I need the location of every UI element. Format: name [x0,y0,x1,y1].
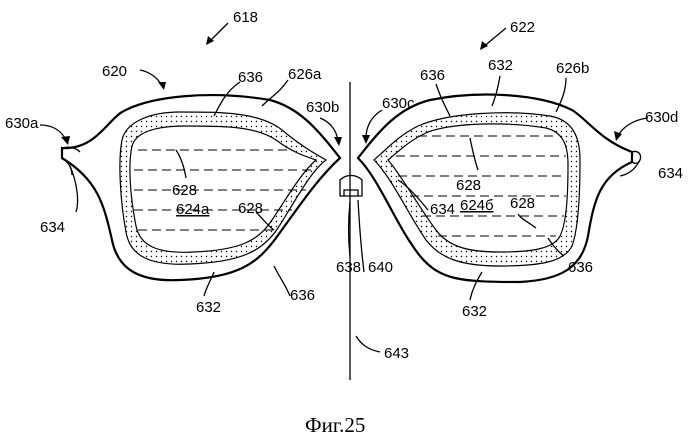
label-636-bottom-left: 636 [290,287,315,304]
figure-caption: Фиг.25 [305,413,365,437]
label-636-top-right: 636 [420,67,445,84]
label-626b: 626b [556,60,589,77]
label-630c: 630c [382,95,415,112]
reference-labels: 618 620 622 636 626a 630b 630c 636 632 6… [5,9,683,362]
label-636-top-left: 636 [238,69,263,86]
bridge-mechanism [340,82,362,380]
label-634-center: 634 [430,201,455,218]
label-620: 620 [102,63,127,80]
label-618: 618 [233,9,258,26]
label-632-bottom-left: 632 [196,299,221,316]
label-643: 643 [384,345,409,362]
left-lens-frame [62,95,340,280]
label-628-right-lower: 628 [510,195,535,212]
label-634-right: 634 [658,165,683,182]
label-630a: 630a [5,115,39,132]
label-632-bottom-right: 632 [462,303,487,320]
label-624a: 624a [176,201,210,218]
label-630d: 630d [645,109,678,126]
label-632-top: 632 [488,57,513,74]
label-638: 638 [336,259,361,276]
label-634-left: 634 [40,219,65,236]
label-630b: 630b [306,99,339,116]
bridge-housing [340,176,362,197]
label-640: 640 [368,259,393,276]
label-622: 622 [510,19,535,36]
right-lens-frame [358,95,641,282]
label-628-left-upper: 628 [172,182,197,199]
label-624b: 624б [460,197,494,214]
label-626a: 626a [288,66,322,83]
label-636-bottom-right: 636 [568,259,593,276]
label-628-right-upper: 628 [456,177,481,194]
label-628-left-lower: 628 [238,200,263,217]
